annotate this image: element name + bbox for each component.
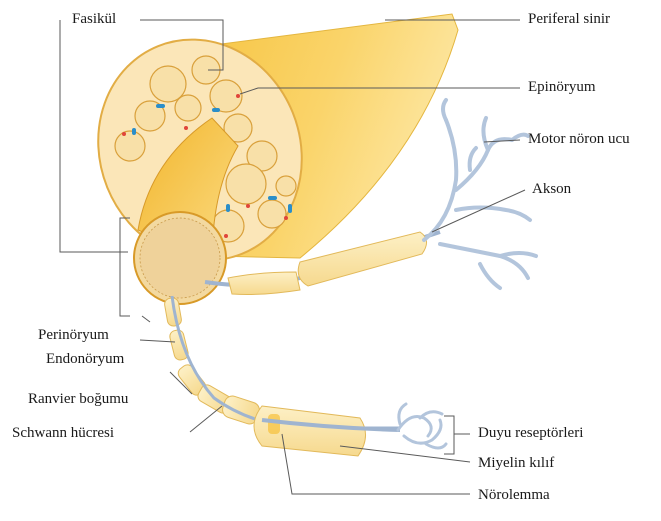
label-periferal-sinir: Periferal sinir xyxy=(528,10,610,28)
label-schwann-hucresi: Schwann hücresi xyxy=(12,424,114,442)
label-akson: Akson xyxy=(532,180,571,198)
label-ranvier-bogumu: Ranvier boğumu xyxy=(28,390,128,408)
label-endonoryum: Endonöryum xyxy=(46,350,124,368)
label-motor-noron-ucu: Motor nöron ucu xyxy=(528,130,630,148)
label-perinoryum: Perinöryum xyxy=(38,326,109,344)
label-duyu-reseptorleri: Duyu reseptörleri xyxy=(478,424,583,442)
motor-terminal-branches xyxy=(424,100,536,288)
label-fasikul: Fasikül xyxy=(72,10,116,28)
myelin-segment-upper-1 xyxy=(228,272,300,295)
lower-axon-core xyxy=(172,296,400,428)
label-epinoryum: Epinöryum xyxy=(528,78,596,96)
lower-axon xyxy=(164,297,262,426)
label-norolemma: Nörolemma xyxy=(478,486,550,504)
label-miyelin-kilif: Miyelin kılıf xyxy=(478,454,554,472)
sensory-receptors xyxy=(398,404,446,448)
schwann-nucleus xyxy=(268,414,280,434)
